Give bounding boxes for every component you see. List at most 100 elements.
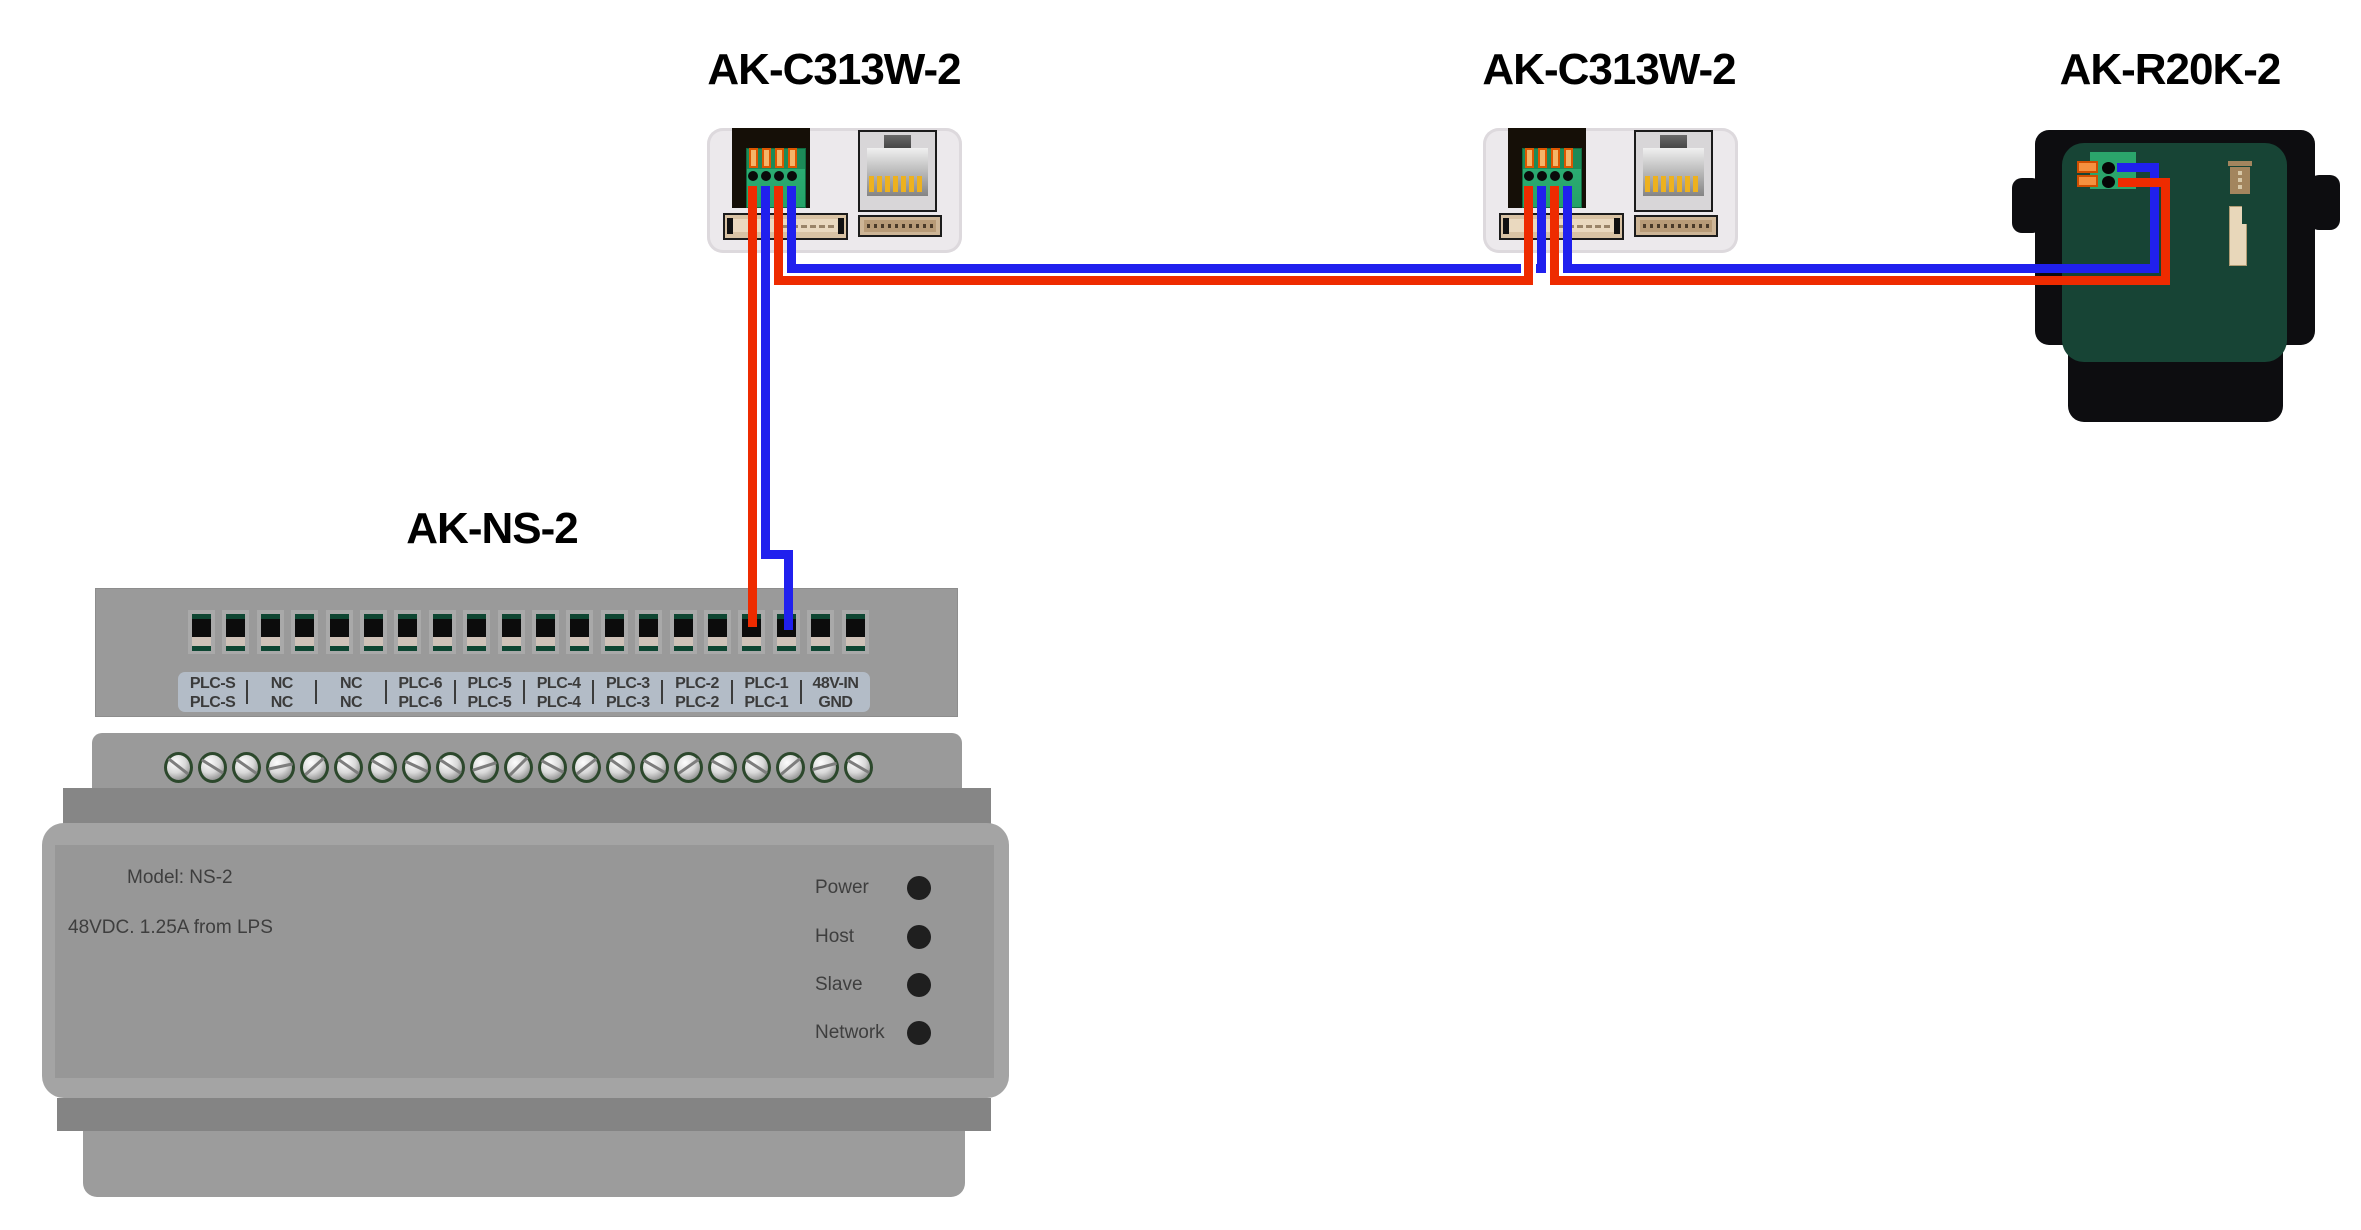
ns2-dark-band-lower: [57, 1098, 991, 1131]
device-label-c313w-1: AK-C313W-2: [707, 45, 961, 94]
ns2-terminal: [428, 610, 456, 654]
wire-slot: [1525, 148, 1534, 168]
device-c313w-1: [707, 128, 962, 253]
wire-red-drop-dev1-to-ns2: [747, 186, 757, 627]
ns2-terminal: [256, 610, 284, 654]
ns2-terminal: [635, 610, 663, 654]
wire-slot: [762, 148, 771, 168]
led-label-power: Power: [815, 877, 869, 898]
r20k-strip-connector: [2229, 206, 2247, 266]
wire-blue-run-dev2-r20k: [1562, 263, 2159, 273]
terminal-label-top: PLC-2: [675, 675, 719, 692]
screw-icon: [367, 752, 397, 783]
wire-red-drop-dev2-slot1: [1523, 186, 1533, 285]
ns2-terminal: [325, 610, 353, 654]
ns2-terminal: [497, 610, 525, 654]
ns2-bottom-band: [83, 1131, 965, 1197]
led-host-icon: [907, 925, 931, 949]
device-c313w-2: [1483, 128, 1738, 253]
screw-icon: [469, 752, 499, 783]
ns2-front-panel: [55, 845, 994, 1078]
ns2-model-text: Model: NS-2: [127, 867, 233, 888]
terminal-label-bottom: PLC-3: [605, 694, 650, 711]
screw-icon: [333, 752, 363, 783]
terminal-label-bottom: PLC-2: [675, 694, 719, 711]
screw-hole: [1563, 171, 1573, 181]
wire-blue-drop-dev1-to-jog: [760, 186, 770, 559]
ns2-terminal: [772, 610, 800, 654]
ns2-terminal: [291, 610, 319, 654]
led-label-host: Host: [815, 926, 855, 947]
wire-red-drop-dev2-slot3: [1549, 186, 1559, 285]
wire-red-drop-dev1-slot3: [773, 186, 783, 285]
screw-icon: [299, 752, 329, 783]
screw-hole: [761, 171, 771, 181]
ns2-terminal: [669, 610, 697, 654]
ns2-terminal: [394, 610, 422, 654]
terminal-label-bottom: PLC-4: [536, 694, 581, 711]
screw-hole: [774, 171, 784, 181]
wire-blue-drop-dev2-slot2: [1536, 186, 1546, 273]
wire-red-run-dev1-dev2: [773, 275, 1533, 285]
ns2-terminal: [807, 610, 835, 654]
terminal-label-top: PLC-3: [605, 675, 650, 692]
wire-red-run-dev2-r20k: [1549, 275, 2170, 285]
screw-hole: [1537, 171, 1547, 181]
ns2-terminal: [841, 610, 869, 654]
ns2-power-text: 48VDC. 1.25A from LPS: [68, 917, 273, 938]
screw-icon: [775, 752, 805, 783]
rj45-pins: [1645, 176, 1702, 192]
ns2-terminal: [600, 610, 628, 654]
ns2-terminal: [188, 610, 215, 654]
wire-slot: [1551, 148, 1560, 168]
device-label-ns2: AK-NS-2: [406, 504, 578, 553]
screw-hole: [2102, 162, 2115, 174]
orange-connector-tab: [2077, 175, 2098, 187]
wire-slot: [1538, 148, 1547, 168]
wire-blue-run-dev1-dev2: [786, 263, 1546, 273]
r20k-plug-connector: [2228, 161, 2252, 194]
rj45-pins: [869, 176, 926, 192]
screw-icon: [639, 752, 669, 783]
terminal-label-top: PLC-S: [189, 675, 236, 692]
screw-icon: [741, 752, 771, 783]
device-label-r20k: AK-R20K-2: [2059, 45, 2282, 94]
wire-slot: [788, 148, 797, 168]
screw-icon: [435, 752, 465, 783]
wire-slot: [775, 148, 784, 168]
screw-icon: [231, 752, 261, 783]
ns2-dark-band-upper: [63, 788, 991, 825]
screw-hole: [748, 171, 758, 181]
terminal-label-bottom: PLC-5: [467, 694, 512, 711]
ribbon-connector: [723, 213, 848, 240]
ns2-terminal: [704, 610, 731, 654]
screw-icon: [401, 752, 431, 783]
screw-icon: [605, 752, 635, 783]
ribbon-connector: [1499, 213, 1624, 240]
screw-icon: [707, 752, 737, 783]
screw-hole: [787, 171, 797, 181]
screw-icon: [537, 752, 567, 783]
screw-icon: [503, 752, 533, 783]
led-label-network: Network: [815, 1022, 885, 1043]
wire-blue-riser-r20k: [2149, 166, 2159, 273]
screw-icon: [571, 752, 601, 783]
wire-red-riser-r20k: [2160, 177, 2170, 285]
wire-blue-stub-r20k-terminal: [2117, 163, 2159, 172]
screw-hole: [1550, 171, 1560, 181]
led-label-slave: Slave: [815, 974, 863, 995]
terminal-label-top: PLC-4: [536, 675, 581, 692]
terminal-label-top: PLC-5: [467, 675, 512, 692]
led-network-icon: [907, 1021, 931, 1045]
wire-blue-drop-dev2-slot4: [1562, 186, 1572, 273]
terminal-label-top: NC: [270, 675, 294, 692]
